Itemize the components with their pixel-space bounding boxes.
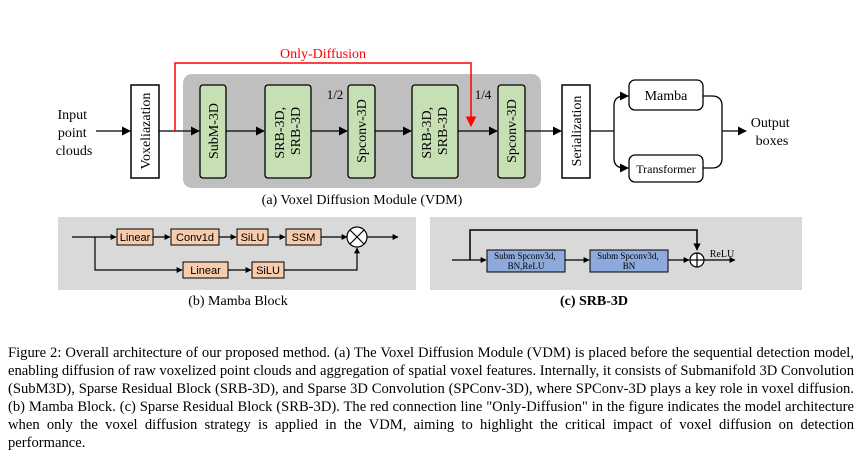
vdm-caption: (a) Voxel Diffusion Module (VDM) bbox=[262, 193, 463, 208]
half-scale-label: 1/2 bbox=[327, 87, 344, 102]
only-diffusion-label: Only-Diffusion bbox=[280, 47, 366, 62]
srb3d-label-1: SRB-3D, SRB-3D bbox=[273, 103, 304, 158]
quarter-scale-label: 1/4 bbox=[475, 87, 492, 102]
vdm-diagram: Input point clouds Voxeliazation Only-Di… bbox=[56, 47, 793, 208]
subm3d-label: SubM-3D bbox=[207, 103, 222, 159]
serialization-block bbox=[561, 84, 591, 179]
svg-text:Linear: Linear bbox=[190, 265, 221, 277]
mamba-block bbox=[628, 79, 704, 111]
multiply-icon bbox=[346, 226, 368, 248]
mamba-caption: (b) Mamba Block bbox=[188, 294, 288, 309]
svg-text:Conv1d: Conv1d bbox=[176, 232, 214, 244]
relu-label: ReLU bbox=[710, 249, 735, 260]
svg-text:SiLU: SiLU bbox=[256, 265, 280, 277]
srb3d-diagram: Subm Spconv3d, BN,ReLU Subm Spconv3d, BN… bbox=[430, 217, 802, 309]
svg-text:SiLU: SiLU bbox=[241, 232, 265, 244]
figure-caption: Figure 2: Overall architecture of our pr… bbox=[8, 345, 854, 451]
spconv3d-label-1: Spconv-3D bbox=[355, 99, 370, 163]
only-diffusion-line bbox=[174, 62, 477, 131]
voxelization-label: Voxeliazation bbox=[139, 93, 154, 170]
spconv3d-label-2: Spconv-3D bbox=[505, 99, 520, 163]
architecture-diagram: Input point clouds Voxeliazation Only-Di… bbox=[56, 47, 802, 309]
add-icon bbox=[689, 252, 705, 268]
transformer-label: Transformer bbox=[636, 162, 696, 176]
srb-caption: (c) SRB-3D bbox=[560, 294, 628, 309]
output-label: Output boxes bbox=[751, 116, 793, 149]
input-label: Input point clouds bbox=[56, 108, 93, 159]
srb3d-block-2 bbox=[411, 84, 459, 179]
subm-spconv-block-2 bbox=[589, 249, 669, 273]
serialization-label: Serialization bbox=[570, 96, 585, 167]
svg-text:Linear: Linear bbox=[120, 232, 151, 244]
srb3d-label-2: SRB-3D, SRB-3D bbox=[420, 103, 451, 158]
subm-spconv-label-1: Subm Spconv3d, BN,ReLU bbox=[494, 251, 558, 271]
subm-spconv-label-2: Subm Spconv3d, BN bbox=[597, 251, 661, 271]
subm-spconv-block-1 bbox=[486, 249, 566, 273]
mamba-block-diagram: Linear Conv1d SiLU SSM Linear SiLU (b) M… bbox=[58, 217, 416, 309]
srb3d-block-1 bbox=[264, 84, 312, 179]
mamba-label: Mamba bbox=[645, 89, 689, 104]
svg-text:SSM: SSM bbox=[292, 232, 316, 244]
